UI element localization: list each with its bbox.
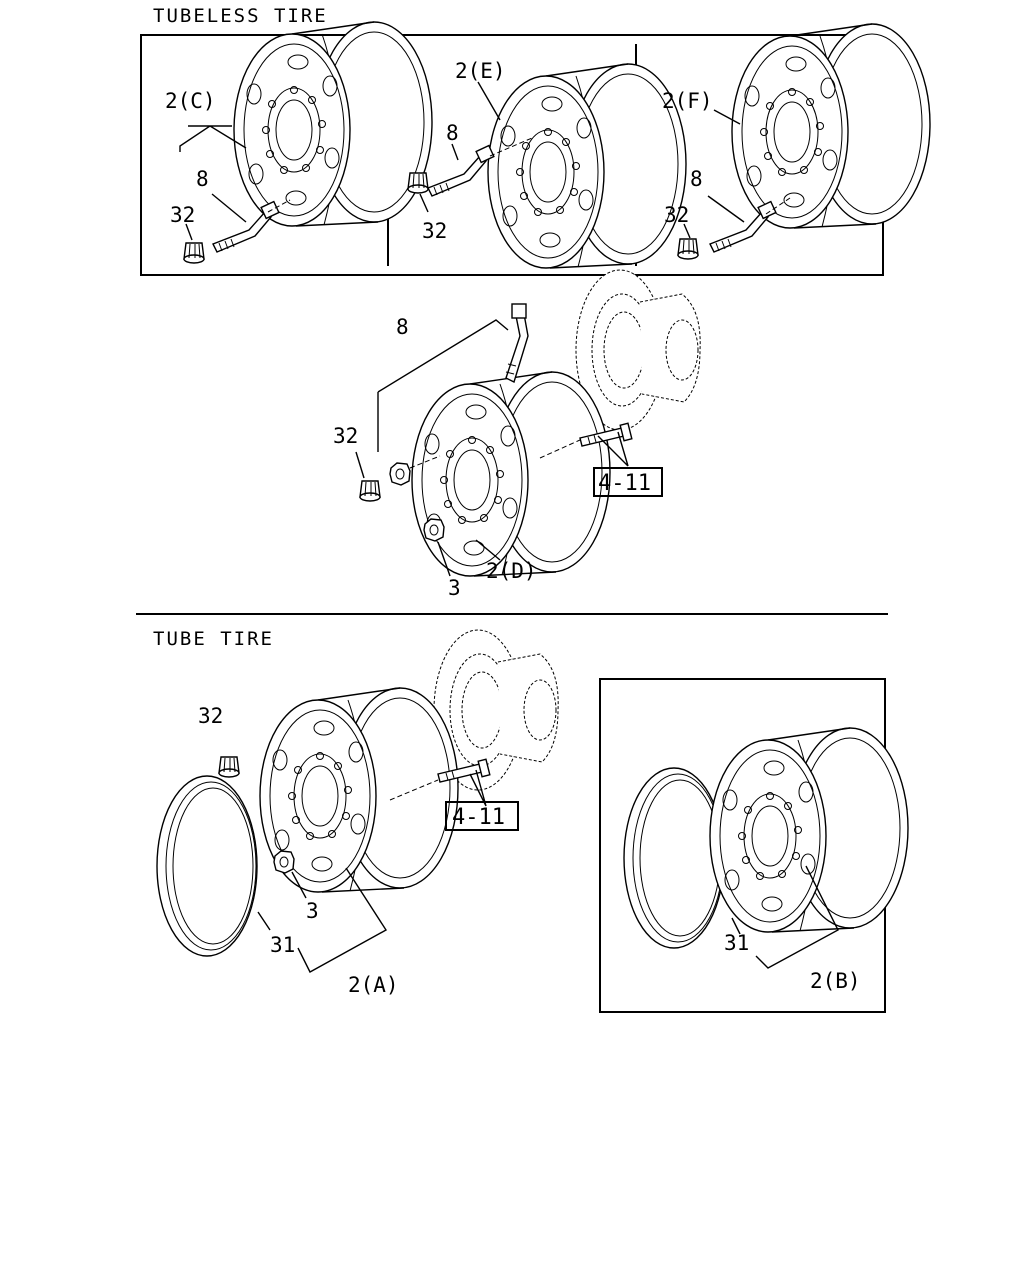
- wheel-2d: [411, 371, 611, 577]
- label-8-panel2: 8: [446, 121, 459, 145]
- nut-3-center: [423, 518, 445, 542]
- nut-3-lower: [273, 850, 295, 874]
- ring-31: [156, 775, 258, 957]
- label-2e: 2(E): [455, 59, 506, 83]
- ref-box-4-11-upper: [593, 467, 663, 497]
- valve-8-panel2: [427, 144, 495, 197]
- cap-32-panel3: [677, 238, 699, 260]
- wheel-2f: [731, 23, 931, 229]
- valve-8-panel1: [212, 200, 280, 253]
- label-8-center: 8: [396, 315, 409, 339]
- label-8-panel1: 8: [196, 167, 209, 191]
- ref-box-4-11-lower: [445, 801, 519, 831]
- label-2f: 2(F): [662, 89, 713, 113]
- label-31-boxed: 31: [724, 931, 749, 955]
- label-3-center: 3: [448, 576, 461, 600]
- label-31-lower: 31: [270, 933, 295, 957]
- label-3-lower: 3: [306, 899, 319, 923]
- wheel-2e: [487, 63, 687, 269]
- label-2d: 2(D): [486, 559, 537, 583]
- nut-center: [389, 462, 411, 486]
- cap-32-center: [359, 480, 381, 502]
- label-32-panel2: 32: [422, 219, 447, 243]
- valve-8-panel3: [709, 200, 777, 253]
- ring-31-boxed: [623, 767, 725, 949]
- tubeless-section-title: TUBELESS TIRE: [153, 5, 328, 27]
- label-8-panel3: 8: [690, 167, 703, 191]
- label-4-11-lower: 4-11: [452, 805, 505, 830]
- label-4-11-upper: 4-11: [598, 471, 651, 496]
- label-32-lower: 32: [198, 704, 223, 728]
- label-32-panel3: 32: [664, 203, 689, 227]
- cap-32-lower: [218, 756, 240, 778]
- valve-8-center: [505, 303, 529, 383]
- label-2c: 2(C): [165, 89, 216, 113]
- wheel-2b: [709, 727, 909, 933]
- label-32-center: 32: [333, 424, 358, 448]
- cap-32-panel2: [407, 172, 429, 194]
- label-32-panel1: 32: [170, 203, 195, 227]
- label-2b: 2(B): [810, 969, 861, 993]
- tube-section-title: TUBE TIRE: [153, 628, 274, 650]
- cap-32-panel1: [183, 242, 205, 264]
- label-2a: 2(A): [348, 973, 399, 997]
- wheel-2c: [233, 21, 433, 227]
